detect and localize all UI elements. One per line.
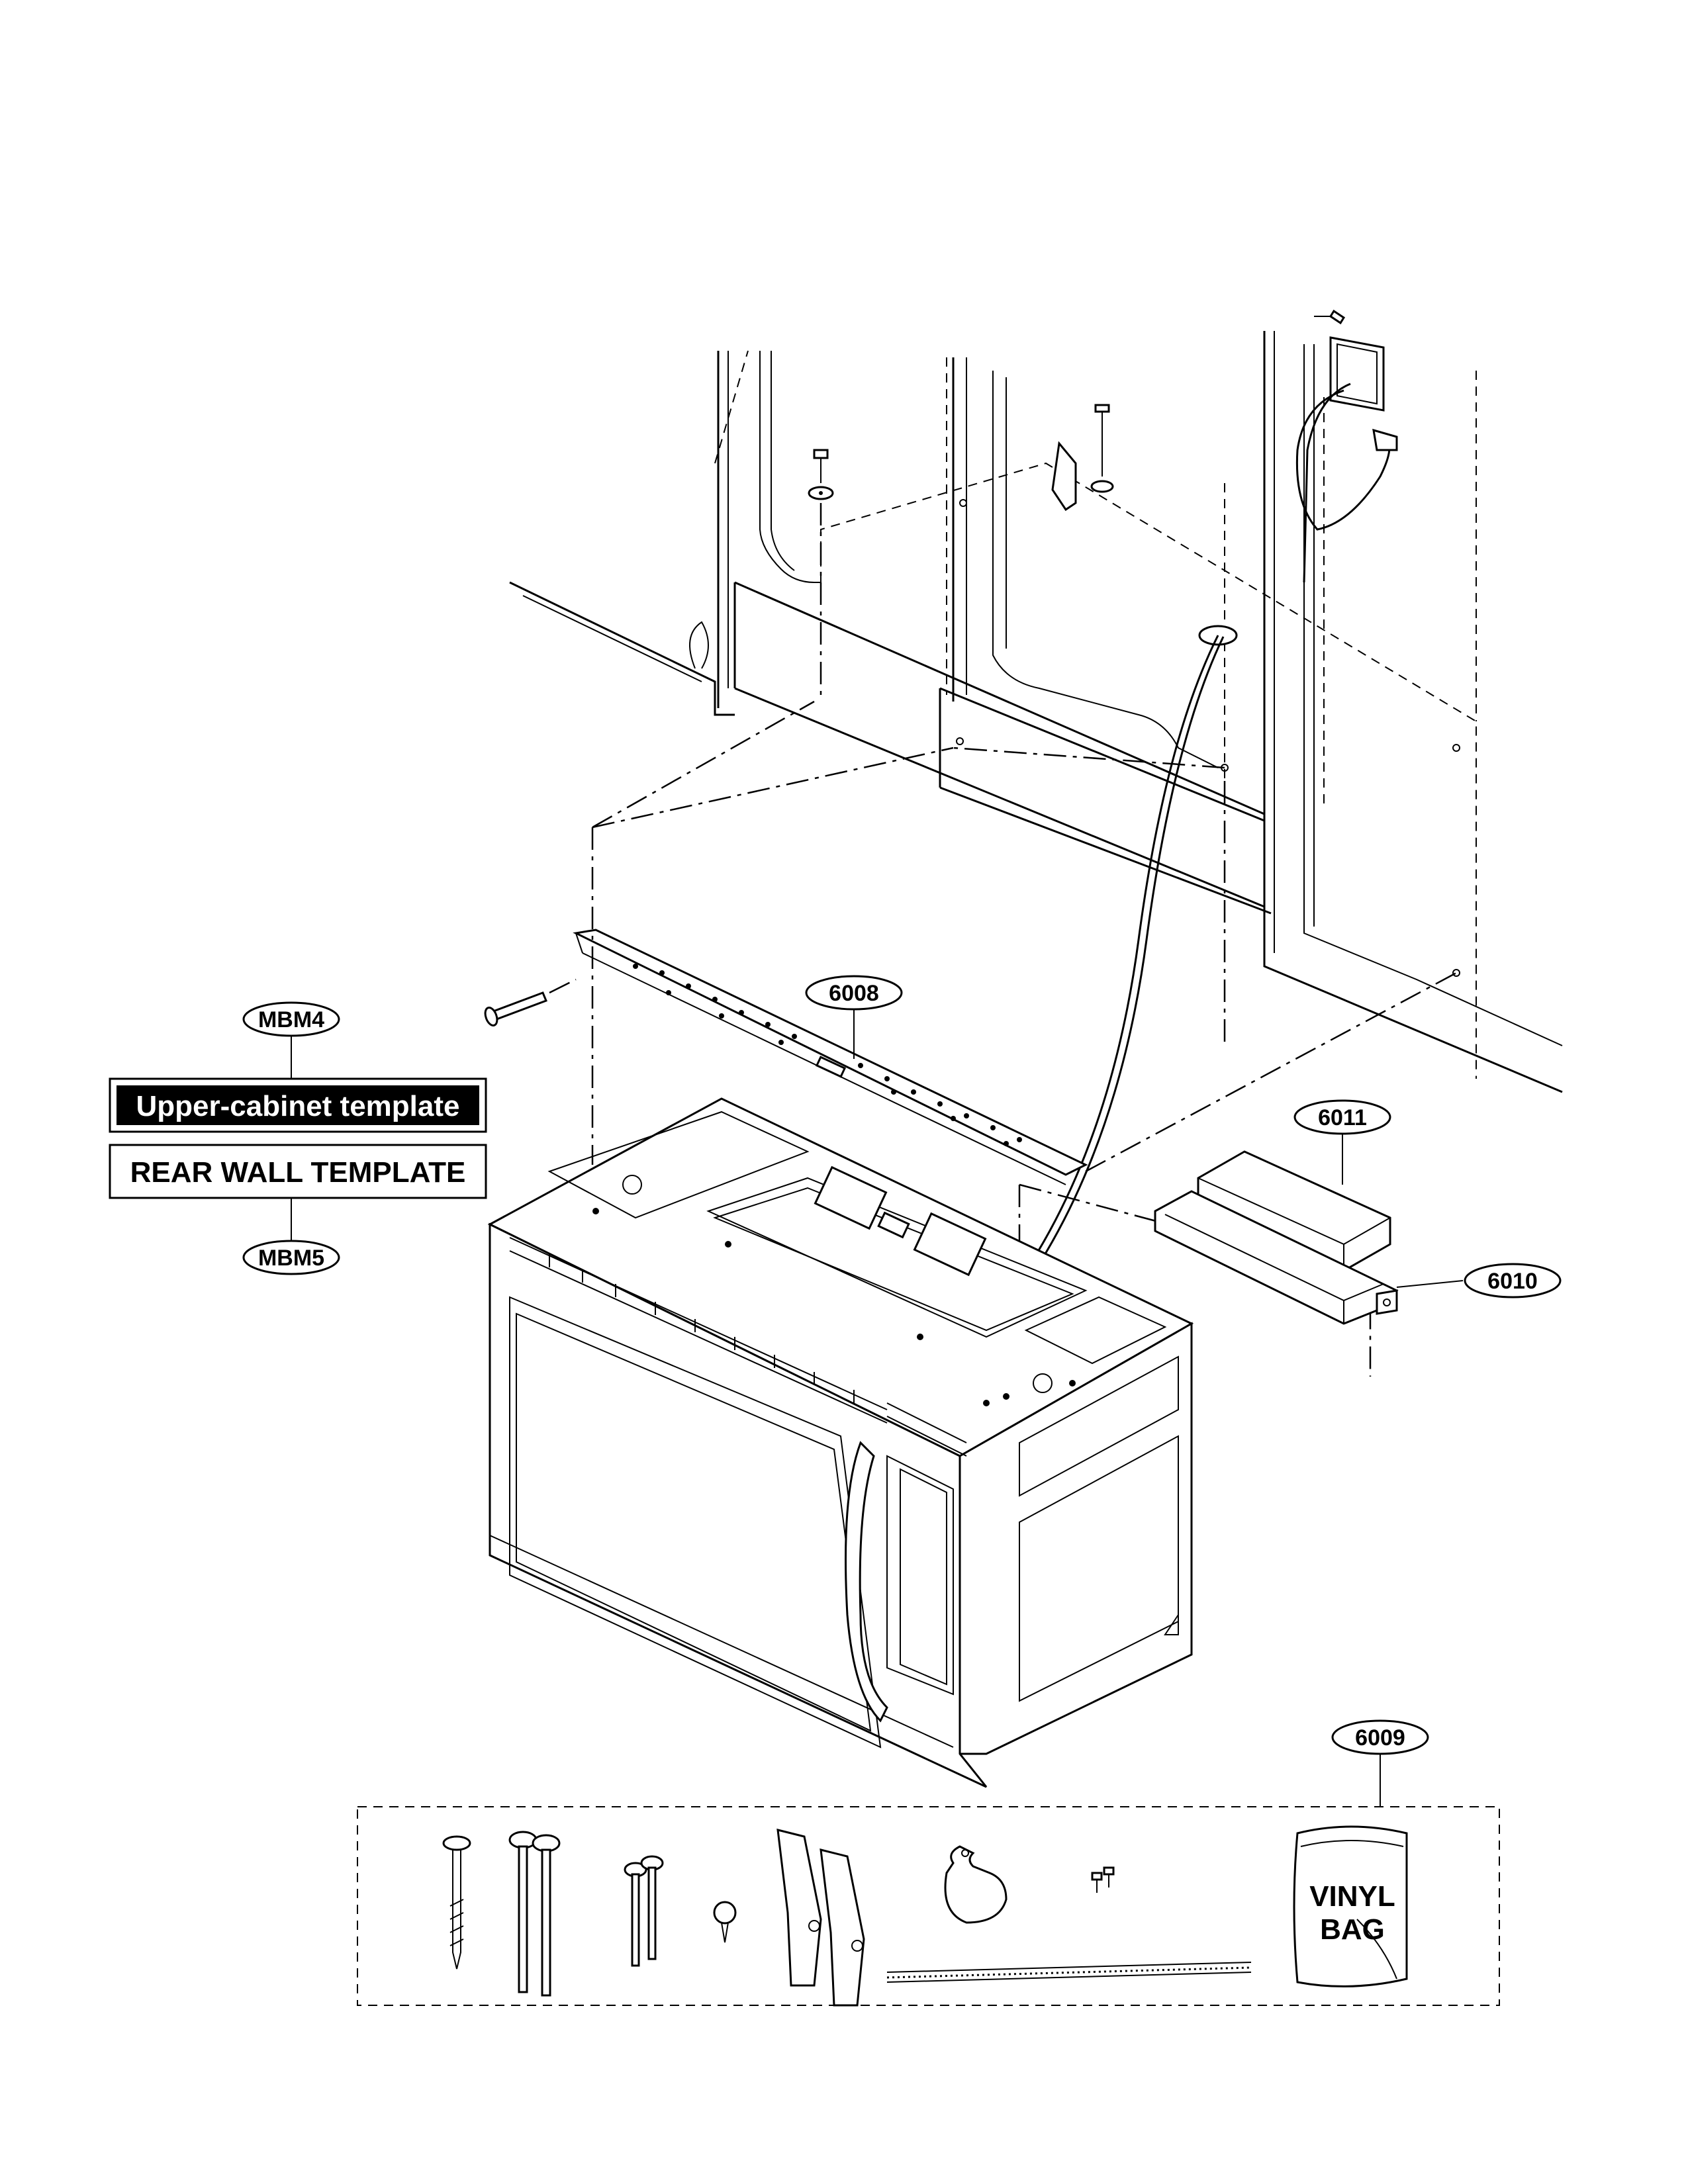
- callout-6011-label: 6011: [1318, 1105, 1367, 1130]
- small-screws: [1091, 1866, 1115, 1893]
- vinyl-bag-label-2: BAG: [1320, 1913, 1385, 1946]
- callout-6010: 6010: [1464, 1263, 1562, 1298]
- cable-clamp: [944, 1845, 1008, 1924]
- callout-6011: 6011: [1293, 1099, 1391, 1135]
- sheet-metal-screw: [713, 1901, 737, 1943]
- callout-mbm5: MBM5: [242, 1240, 340, 1275]
- callout-leaders: [291, 1009, 1464, 1807]
- power-cord: [1295, 383, 1398, 583]
- grommet-strip: [886, 1962, 1252, 1983]
- callout-6009-label: 6009: [1355, 1725, 1405, 1751]
- upper-cabinet-template-label: Upper-cabinet template: [109, 1077, 487, 1133]
- vinyl-bag: VINYL BAG: [1293, 1825, 1408, 1987]
- callout-mbm4-label: MBM4: [258, 1007, 324, 1032]
- wood-screw: [442, 1835, 471, 1970]
- cabinet-screw-and-washer: [808, 449, 834, 695]
- power-outlet: [1314, 309, 1385, 412]
- hardware-kit-6009: VINYL BAG: [357, 1806, 1500, 2007]
- vinyl-bag-label-1: VINYL: [1309, 1880, 1395, 1913]
- rear-wall-template-label: REAR WALL TEMPLATE: [109, 1144, 487, 1199]
- callout-mbm4: MBM4: [242, 1001, 340, 1037]
- upper-cabinet-template-text: Upper-cabinet template: [136, 1090, 460, 1122]
- wall-mounting-plate-6008: [573, 929, 1088, 1185]
- upper-cabinets: [509, 331, 1563, 1093]
- long-bolts: [508, 1831, 561, 1997]
- callout-6008: 6008: [805, 975, 903, 1011]
- callout-mbm5-label: MBM5: [258, 1246, 324, 1271]
- toggle-wings: [776, 1829, 865, 2007]
- damper-tray-6010: [1154, 1190, 1399, 1325]
- microwave-oven: [487, 1097, 1194, 1788]
- toggle-bolt-and-washer: [1051, 404, 1114, 512]
- callout-6009: 6009: [1331, 1719, 1429, 1755]
- rear-wall-template-text: REAR WALL TEMPLATE: [130, 1156, 466, 1189]
- callout-6010-label: 6010: [1487, 1269, 1538, 1294]
- callout-6008-label: 6008: [829, 981, 879, 1006]
- mounting-plate-screw: [484, 978, 577, 1026]
- medium-bolts: [624, 1855, 664, 1967]
